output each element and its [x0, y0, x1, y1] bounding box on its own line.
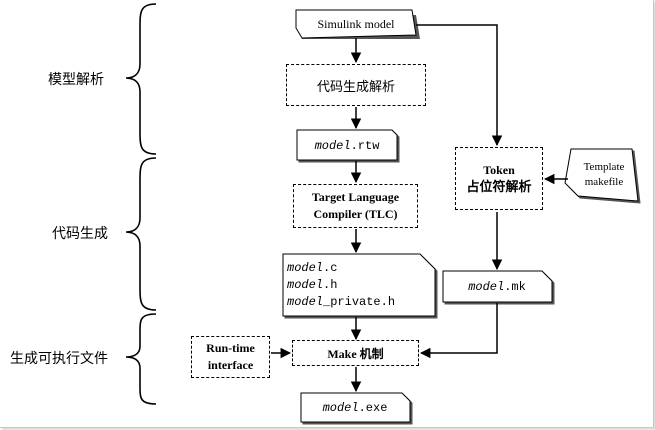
model-files-list: model.c model.h model_private.h [287, 260, 433, 311]
model-rtw-stem: model [314, 138, 351, 153]
make-box: Make 机制 [292, 340, 419, 366]
template-makefile-label: Template makefile [571, 158, 637, 192]
stage-label-exec-gen: 生成可执行文件 [10, 351, 108, 367]
tlc-line1: Target Language [311, 190, 400, 204]
runtime-interface-box: Run-time interface [191, 336, 270, 378]
model-mk-label: model.mk [443, 272, 551, 302]
model-exe-shape [300, 392, 411, 423]
model-files-shape [282, 253, 436, 317]
stage-label-model-parse: 模型解析 [48, 72, 104, 88]
model-mk-stem: model [468, 280, 505, 294]
model-rtw-shape [296, 129, 398, 161]
tlc-box: Target Language Compiler (TLC) [293, 184, 418, 228]
runtime-line2: interface [207, 358, 254, 372]
model-mk-shape [442, 270, 553, 303]
token-box: Token 占位符解析 [455, 147, 543, 210]
template-makefile-shape [564, 148, 639, 202]
model-file-private-h: model_private.h [287, 295, 396, 309]
model-mk-ext: .mk [504, 280, 526, 294]
model-rtw-label: model.rtw [297, 131, 397, 160]
template-line1: Template [583, 161, 625, 173]
brace-exec-gen [125, 313, 157, 405]
simulink-model-label: Simulink model [317, 16, 395, 31]
model-exe-ext: .exe [358, 401, 388, 415]
brace-model-parse [125, 3, 157, 155]
template-line2: makefile [584, 176, 624, 188]
brace-code-gen [125, 157, 157, 311]
tlc-line2: Compiler (TLC) [313, 207, 398, 221]
model-exe-label: model.exe [301, 394, 409, 422]
token-line2: 占位符解析 [466, 179, 532, 195]
arrow-simulink-to-token [416, 24, 503, 147]
model-file-c: model.c [287, 261, 338, 275]
stage-label-code-gen: 代码生成 [52, 226, 108, 242]
model-exe-stem: model [322, 401, 359, 415]
model-file-h: model.h [287, 278, 338, 292]
arrow-mk-to-make [419, 303, 498, 359]
runtime-line1: Run-time [206, 341, 255, 355]
model-rtw-ext: .rtw [350, 138, 380, 153]
token-line1: Token [483, 162, 515, 177]
code-gen-parse-box: 代码生成解析 [286, 64, 426, 106]
